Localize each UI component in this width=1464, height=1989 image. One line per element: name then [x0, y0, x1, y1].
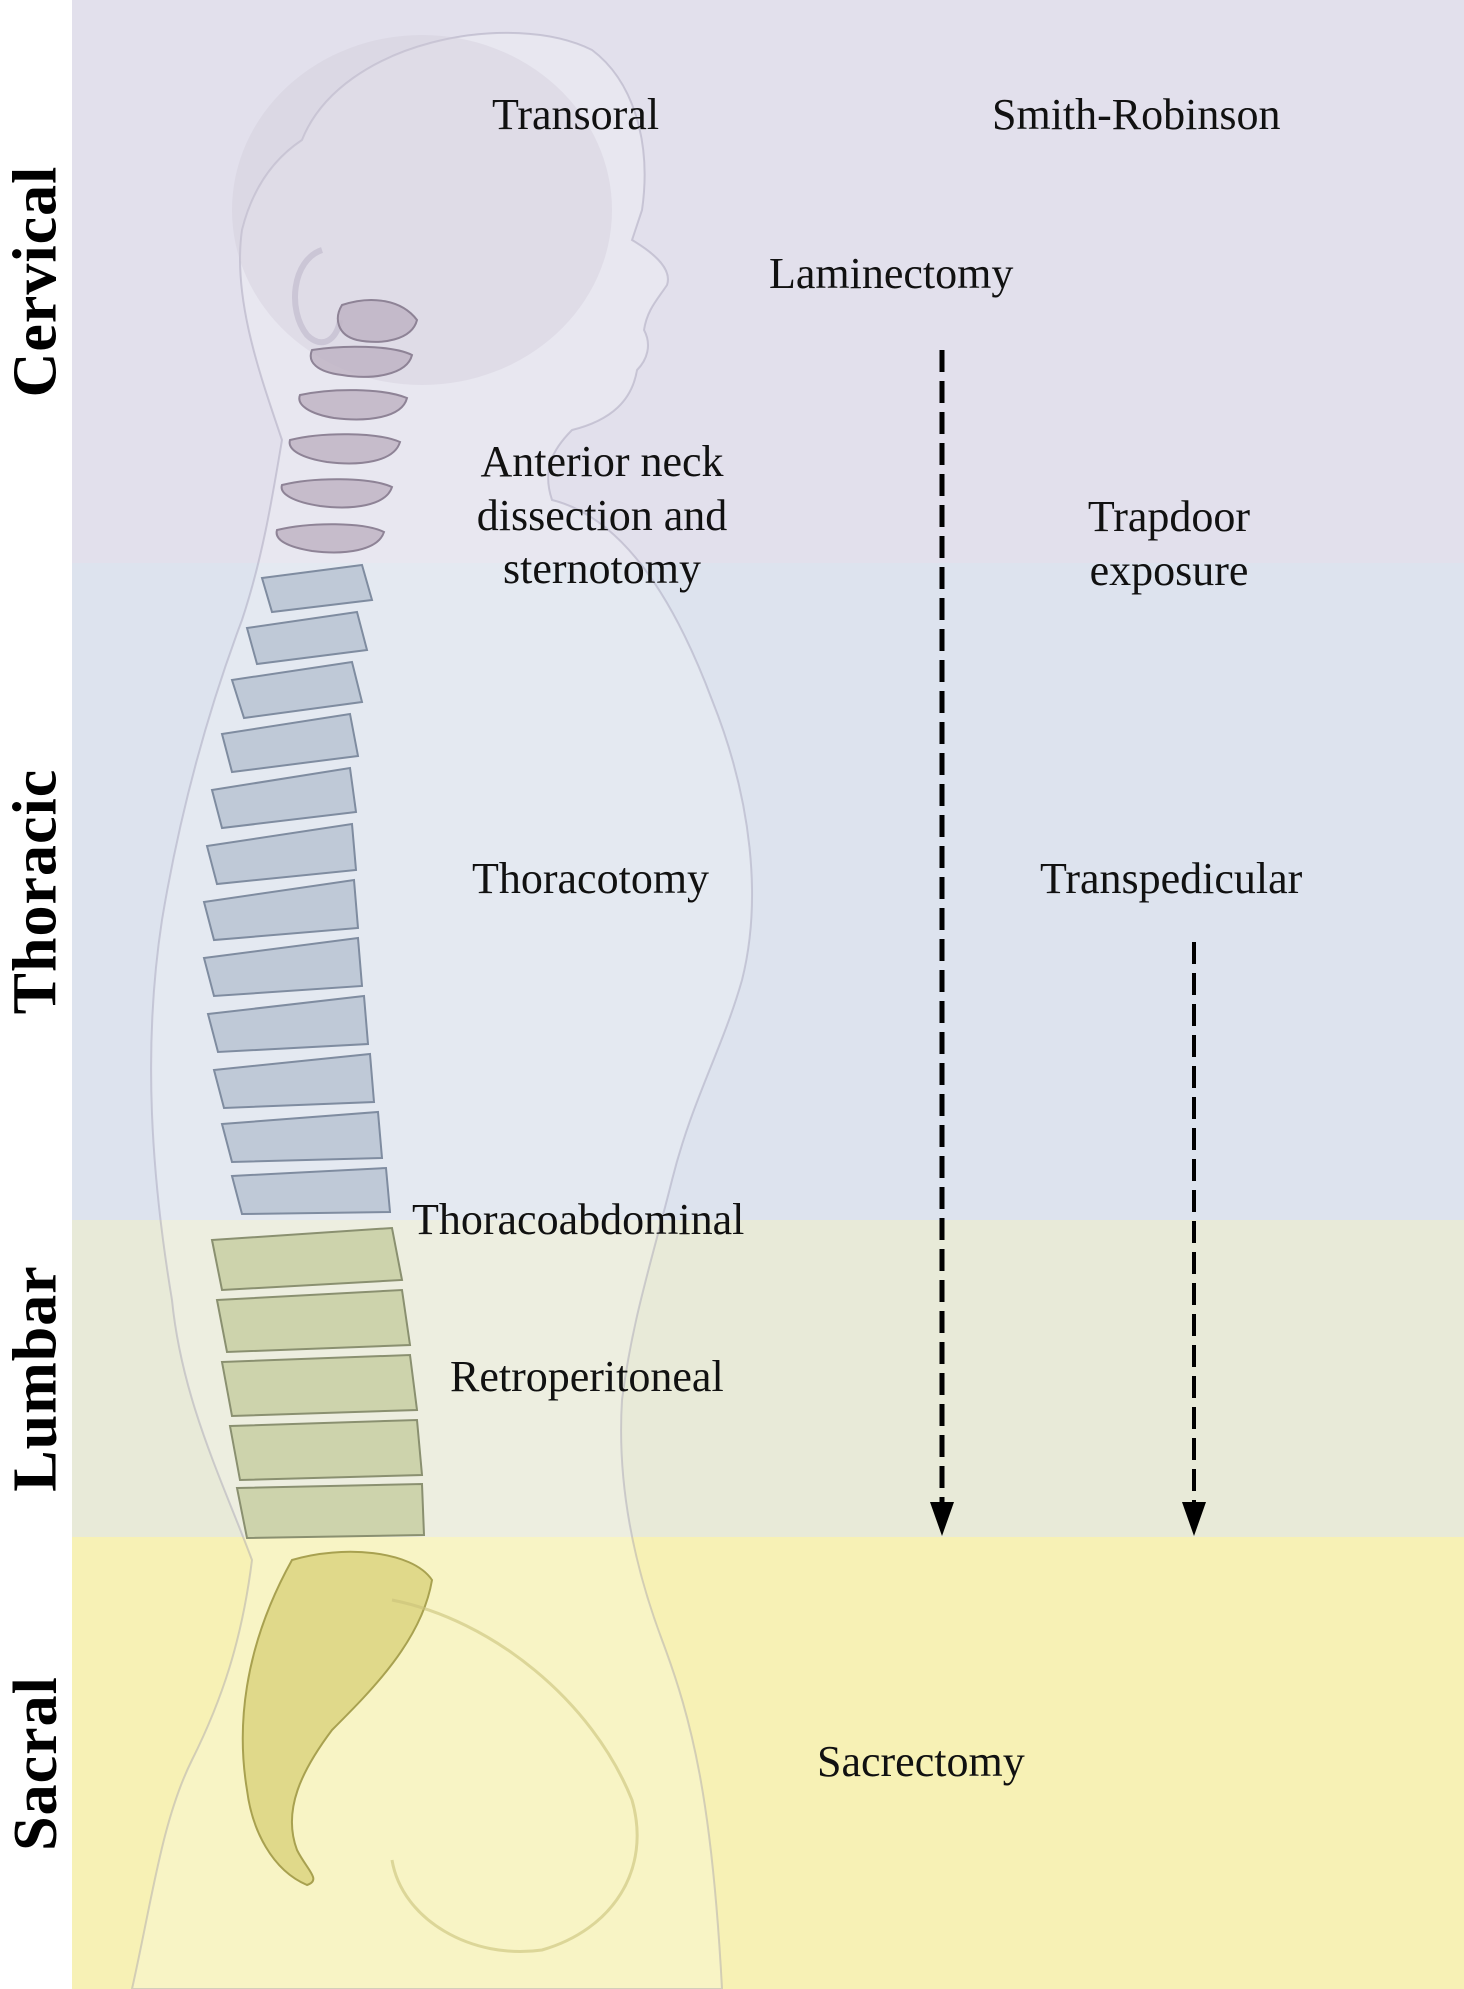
approach-transoral: Transoral [492, 90, 660, 139]
laminectomy-arrow-head [930, 1502, 954, 1536]
approach-thoracoabdominal: Thoracoabdominal [412, 1195, 745, 1244]
approach-anterior-neck: Anterior neck dissection and sternotomy [432, 435, 772, 596]
anterior-neck-line-1: Anterior neck [480, 437, 724, 486]
band-lumbar [72, 1220, 1464, 1537]
laminectomy-arrow [930, 350, 954, 1536]
thoracic-label-text: Thoracic [1, 768, 70, 1015]
approach-thoracotomy: Thoracotomy [472, 854, 710, 903]
region-label-cervical: Cervical [0, 0, 72, 563]
approach-trapdoor-exposure: Trapdoor exposure [1064, 490, 1274, 597]
anterior-neck-line-2: dissection and [476, 490, 728, 540]
lumbar-label-text: Lumbar [1, 1265, 70, 1492]
region-label-thoracic: Thoracic [0, 563, 72, 1220]
band-sacral [72, 1537, 1464, 1989]
cervical-label-text: Cervical [1, 165, 70, 398]
transpedicular-arrow [1182, 942, 1206, 1536]
sacral-label-text: Sacral [1, 1675, 70, 1851]
trapdoor-line-2: exposure [1089, 545, 1249, 595]
diagram-panel: Transoral Smith-Robinson Laminectomy Ant… [72, 0, 1464, 1989]
approach-transpedicular: Transpedicular [1040, 854, 1303, 903]
region-label-lumbar: Lumbar [0, 1220, 72, 1537]
transpedicular-arrow-head [1182, 1502, 1206, 1536]
region-label-sacral: Sacral [0, 1537, 72, 1989]
approach-sacrectomy: Sacrectomy [817, 1737, 1025, 1786]
region-label-strip [0, 0, 72, 1989]
anterior-neck-line-3: sternotomy [503, 544, 701, 594]
trapdoor-line-1: Trapdoor [1087, 492, 1251, 541]
approach-smith-robinson: Smith-Robinson [992, 90, 1281, 139]
approach-laminectomy: Laminectomy [769, 249, 1014, 298]
approach-retroperitoneal: Retroperitoneal [450, 1352, 724, 1401]
